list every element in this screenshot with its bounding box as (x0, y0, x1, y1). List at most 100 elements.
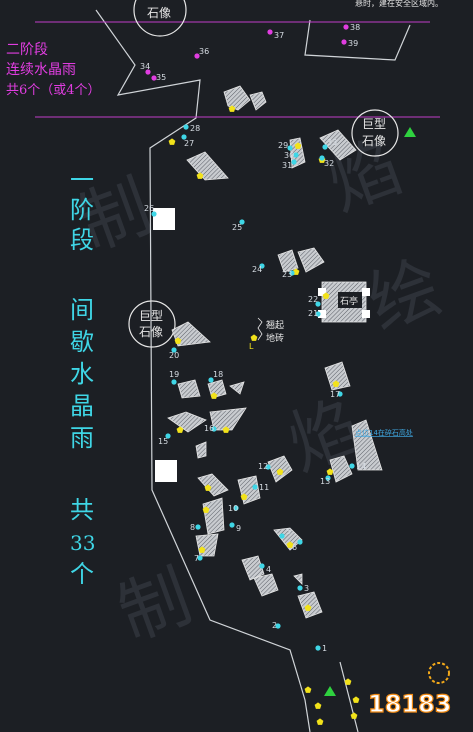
logo-text: 18183 (368, 690, 452, 718)
stage2-label: 二阶段 连续水晶雨 共6个（或4个） (6, 42, 101, 98)
crystal-point-dot (297, 539, 303, 545)
crystal-point-dot (229, 522, 235, 528)
crystal-point-stage2-label: 34 (140, 62, 150, 71)
crystal-point-dot (279, 533, 285, 539)
crystal-point-dot (171, 347, 177, 353)
yellow-pentagon-marker (222, 426, 230, 433)
stage2-count: 共6个（或4个） (6, 83, 101, 98)
crystal-point-label: 27 (184, 139, 194, 148)
yellow-pentagon-marker (202, 506, 210, 513)
crystal-point-dot (315, 311, 321, 317)
yellow-pentagon-marker (168, 138, 176, 145)
crystal-point-dot (275, 623, 281, 629)
crystal-point: 11 (252, 483, 269, 492)
crystal-point: 28 (183, 124, 200, 133)
yellow-pentagon-marker (250, 334, 258, 341)
crystal-point: 5 (279, 527, 291, 539)
crystal-point-dot (151, 211, 157, 217)
crystal-point-dot (322, 144, 328, 150)
crystal-point-stage2-label: 37 (274, 31, 284, 40)
stage1-char: 水 (70, 360, 94, 388)
white-block (155, 460, 177, 482)
yellow-pentagon-marker (326, 468, 334, 475)
crystal-point-label: 2 (272, 621, 277, 630)
crystal-point-dot (211, 426, 217, 432)
crystal-point-label: 10 (228, 504, 238, 513)
crystal-point: 29 (278, 141, 293, 151)
crystal-point-dot (233, 505, 239, 511)
collapse-label-line2: 地砖 (266, 332, 284, 344)
crystal-point-stage2-label: 35 (156, 73, 166, 82)
yellow-pentagon-marker (314, 702, 322, 709)
stage1-char: 段 (70, 226, 94, 254)
crystal-point-label: 26 (144, 204, 154, 213)
crystal-point-dot (239, 219, 245, 225)
crystal-point-dot (195, 524, 201, 530)
crystal-point-dot (181, 134, 187, 140)
crystal-point: 3 (297, 584, 309, 593)
crystal-point-dot (337, 391, 343, 397)
rock (324, 361, 351, 391)
green-triangle-marker (324, 686, 336, 696)
stage1-char: 间 (70, 296, 94, 324)
crystal-point-label: 33 (327, 138, 337, 147)
crystal-point-label: 21 (308, 309, 318, 318)
lure-marker: L (249, 342, 254, 351)
crystal-point-stage2: 35 (151, 73, 166, 82)
crystal-point: 19 (169, 370, 179, 385)
crystal-point-label: 6 (292, 543, 297, 552)
crystal-point: 16 (204, 424, 217, 433)
rock (249, 91, 267, 111)
rock (351, 419, 383, 471)
crystal-point-label: 11 (259, 483, 269, 492)
crystal-point-label: 29 (278, 141, 288, 150)
crystal-point-stage2-label: 36 (199, 47, 209, 56)
crystal-point: 22 (308, 295, 321, 307)
crystal-point-stage2-dot (194, 53, 200, 59)
crystal-point-stage2: 36 (194, 47, 209, 59)
crystal-point: 7 (194, 554, 203, 563)
crystal-point-dot (291, 159, 297, 165)
crystal-point-label: 30 (284, 151, 294, 160)
crystal-point-dot (315, 645, 321, 651)
crystal-point: 9 (229, 522, 241, 533)
crystal-point-stage2-label: 38 (350, 23, 360, 32)
hint-link[interactable]: 点位14在碎石高处 (355, 428, 413, 437)
crystal-point: 21 (308, 309, 321, 318)
stage1-char: 阶 (70, 196, 94, 224)
yellow-pentagon-marker (240, 493, 248, 500)
rock (253, 573, 279, 597)
crystal-point-label: 14 (356, 462, 366, 471)
rock (202, 497, 225, 535)
rock (177, 379, 201, 399)
crystal-point-label: 23 (282, 270, 292, 279)
yellow-pentagon-marker (332, 380, 340, 387)
crystal-point: 12 (258, 462, 271, 471)
rock (197, 473, 229, 497)
crystal-point-stage2-label: 39 (348, 39, 358, 48)
crystal-point: 31 (282, 159, 297, 170)
yellow-pentagon-marker (286, 541, 294, 548)
yellow-pentagon-marker (316, 718, 324, 725)
crystal-point-label: 32 (324, 159, 334, 168)
crystal-point-label: 17 (330, 390, 340, 399)
top-note: 悬时，建在安全区域内。 (355, 0, 443, 8)
yellow-pentagon-marker (276, 468, 284, 475)
crystal-point: 30 (284, 151, 299, 160)
stone-pavilion: 石亭 (318, 281, 370, 323)
crystal-point-label: 22 (308, 295, 318, 304)
stage2-title: 二阶段 (6, 42, 48, 58)
crystal-point-dot (265, 464, 271, 470)
crystal-point-label: 9 (236, 524, 241, 533)
rock (229, 381, 245, 395)
crystal-point-dot (349, 463, 355, 469)
crystal-point-label: 3 (304, 584, 309, 593)
crystal-point: 17 (330, 390, 343, 399)
crystal-point: 33 (322, 138, 337, 150)
statue-left-line1: 巨型 (139, 309, 163, 323)
yellow-pentagon-marker (174, 337, 182, 344)
stage1-char: 雨 (70, 424, 94, 452)
crystal-rain-points-stage2: 34 35 36 37 38 39 (140, 23, 360, 82)
rock (277, 249, 299, 273)
